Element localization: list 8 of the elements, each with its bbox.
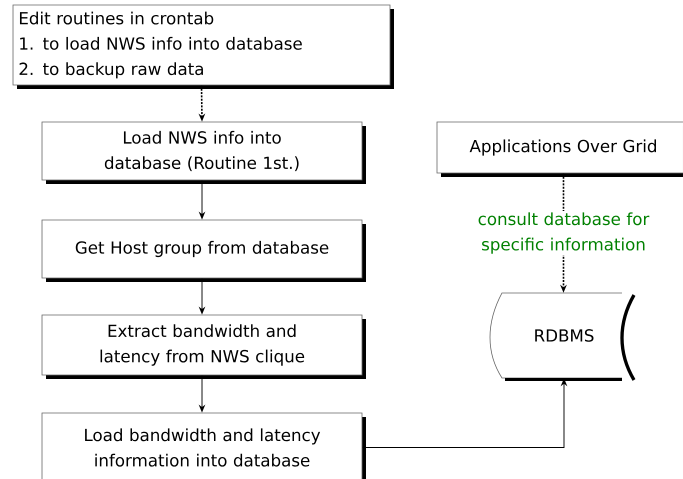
- process-box: Load bandwidth and latency information into database: [42, 412, 366, 479]
- process-box: Applications Over Grid: [436, 122, 683, 177]
- edge-label: consult database for specific information: [478, 212, 650, 254]
- process-box: Get Host group from database: [42, 220, 366, 282]
- process-box: Edit routines in crontab 1. to load NWS info into database 2. to backup raw data: [12, 4, 394, 89]
- process-box: Extract bandwidth and latency from NWS clique: [42, 314, 366, 379]
- node-label: RDBMS: [535, 329, 594, 342]
- process-box: Load NWS info into database (Routine 1st.): [42, 122, 366, 184]
